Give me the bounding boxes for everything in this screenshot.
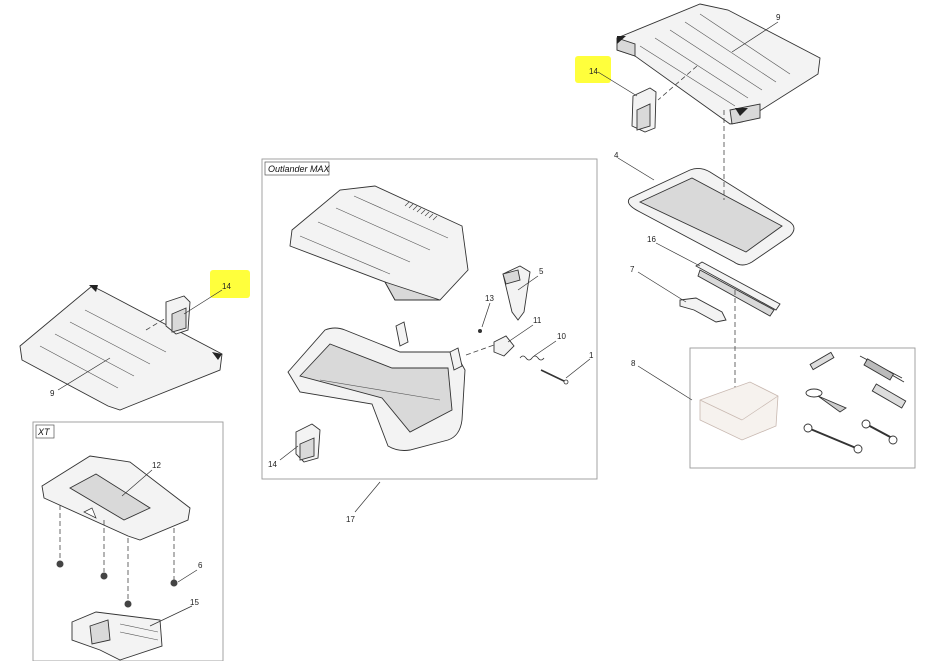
callout-10: 10 (557, 332, 566, 341)
seal-4 (627, 167, 795, 266)
highlight-14-top (575, 56, 611, 83)
callout-14-left: 14 (222, 282, 231, 291)
callout-7: 7 (630, 265, 635, 274)
callout-16: 16 (647, 235, 656, 244)
latch-11 (493, 335, 515, 357)
callout-13: 13 (485, 294, 494, 303)
callout-11: 11 (533, 316, 542, 325)
callout-6: 6 (198, 561, 203, 570)
rivet-13 (478, 329, 482, 333)
callout-4: 4 (614, 151, 619, 160)
spring-10 (519, 355, 545, 361)
storage-lid-outlander (289, 185, 469, 301)
storage-tub-outlander (287, 321, 466, 451)
callout-9-top: 9 (776, 13, 781, 22)
tool-kit-8 (699, 351, 907, 454)
latch-plate-16 (695, 261, 781, 317)
tool-kit-frame (689, 347, 916, 469)
xt-tray-12 (41, 455, 191, 541)
callout-5: 5 (539, 267, 544, 276)
fasteners-6 (56, 505, 178, 608)
clip-14-box (295, 423, 321, 463)
outlander-max-frame (261, 158, 598, 480)
xt-frame (32, 421, 224, 661)
callout-9-left: 9 (50, 389, 55, 398)
strap-15 (71, 611, 163, 661)
storage-tray-top (616, 3, 821, 125)
storage-tray-left (19, 285, 223, 411)
pin-1 (540, 369, 569, 385)
bracket-7 (679, 297, 727, 323)
xt-label: XT (37, 427, 51, 437)
callout-12: 12 (152, 461, 161, 470)
callout-15: 15 (190, 598, 199, 607)
latch-5 (502, 265, 531, 321)
callout-8: 8 (631, 359, 636, 368)
callout-14-box: 14 (268, 460, 277, 469)
clip-14-top (631, 87, 657, 133)
callout-14-top: 14 (589, 67, 598, 76)
callout-1: 1 (589, 351, 594, 360)
outlander-max-label: Outlander MAX (268, 164, 331, 174)
callout-17: 17 (346, 515, 355, 524)
clip-14-left (165, 295, 191, 335)
